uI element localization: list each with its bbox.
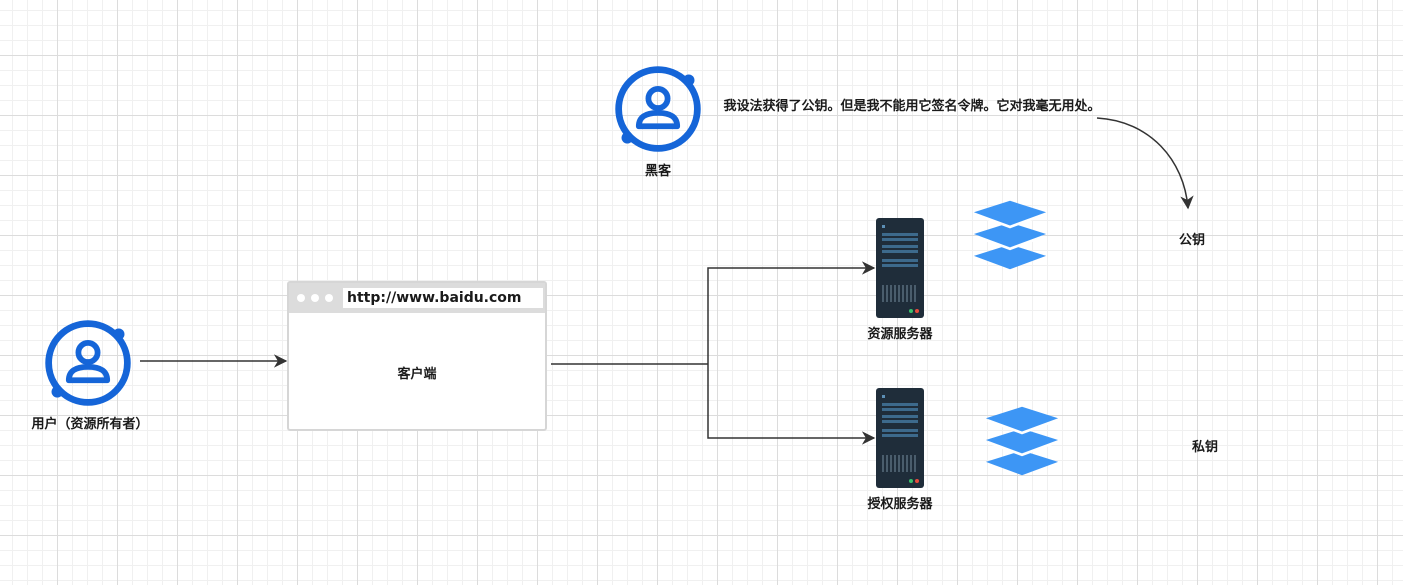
resource-server-icon — [876, 218, 924, 318]
hacker-icon — [619, 70, 698, 149]
resource-server-label: 资源服务器 — [867, 327, 933, 342]
private-key-layers-icon — [985, 406, 1059, 476]
client-label: 客户端 — [397, 367, 437, 382]
public-key-layers-icon — [973, 200, 1047, 270]
arrow-note-to-public-key — [1096, 117, 1194, 210]
public-key-label: 公钥 — [1178, 233, 1206, 248]
browser-address-bar: http://www.baidu.com — [343, 288, 543, 308]
user-icon — [49, 324, 128, 403]
private-key-label: 私钥 — [1191, 440, 1219, 455]
browser-toolbar: http://www.baidu.com — [289, 283, 545, 313]
user-label: 用户（资源所有者） — [31, 417, 149, 432]
window-dot-icon — [311, 294, 319, 302]
arrow-to-auth-server — [707, 364, 876, 445]
hacker-speech-note: 我设法获得了公钥。但是我不能用它签名令牌。它对我毫无用处。 — [723, 99, 1101, 114]
window-dot-icon — [325, 294, 333, 302]
arrow-to-resource-server — [707, 261, 876, 364]
hacker-label: 黑客 — [644, 164, 672, 179]
auth-server-label: 授权服务器 — [867, 497, 933, 512]
auth-server-icon — [876, 388, 924, 488]
client-browser-window: http://www.baidu.com 客户端 — [287, 281, 547, 431]
window-dot-icon — [297, 294, 305, 302]
